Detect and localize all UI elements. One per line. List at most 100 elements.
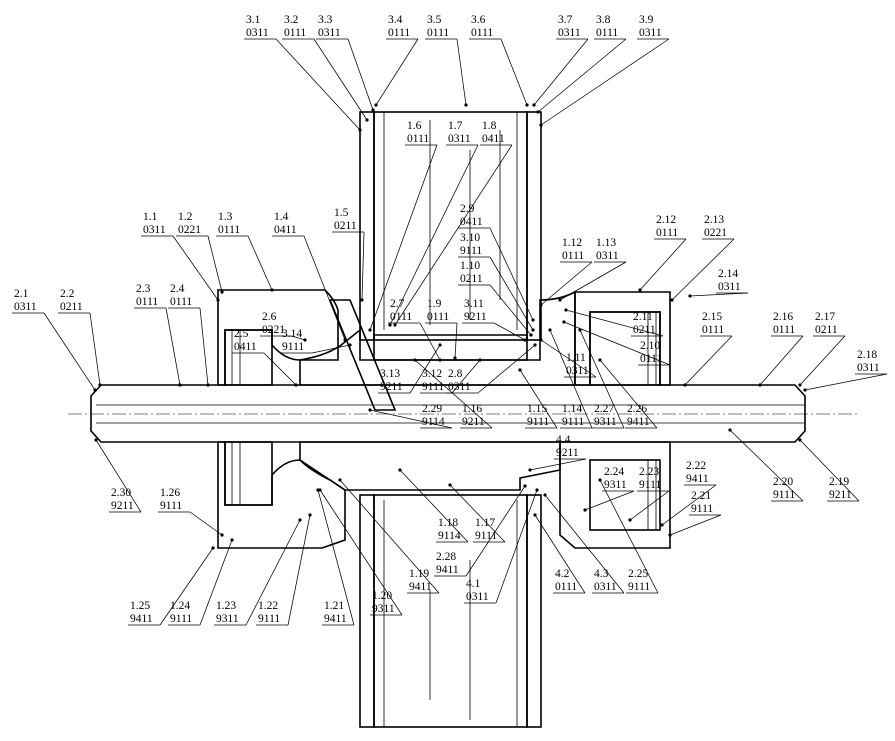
leader-arrowhead [220, 290, 224, 294]
callout-sub: 0111 [471, 27, 493, 39]
callout-sub: 9411 [627, 416, 650, 428]
callout-code: 2.10 [640, 340, 660, 352]
callout-leader [339, 479, 440, 594]
callout-leader [369, 144, 438, 331]
callout-code: 1.18 [438, 517, 458, 529]
callout-leader [639, 238, 687, 291]
callout-sub: 9211 [556, 447, 579, 459]
leader-arrowhead [803, 388, 807, 392]
leader-arrowhead [583, 508, 587, 512]
callout-leader [303, 235, 346, 341]
right-lower-housing [559, 441, 671, 549]
callout-code: 1.14 [562, 403, 582, 415]
leader-arrowhead [539, 123, 543, 127]
callout-leader [559, 261, 627, 301]
part-geometry [68, 111, 860, 728]
callout-sub: 9111 [160, 500, 182, 512]
callout-code: 2.23 [639, 466, 659, 478]
callout-leader [759, 335, 804, 386]
callout-sub: 9111 [628, 581, 650, 593]
callout-sub: 0221 [178, 224, 201, 236]
callout-code: 2.18 [857, 349, 877, 361]
callout-sub: 0211 [633, 324, 656, 336]
callout-code: 2.30 [111, 487, 131, 499]
leader-arrowhead [230, 538, 234, 542]
callout-leader [89, 312, 101, 386]
callout-sub: 0111 [136, 296, 158, 308]
leader-arrowhead [523, 484, 527, 488]
lower-tube-right-wall [526, 494, 542, 728]
callout-code: 1.24 [170, 600, 190, 612]
callout-leader [689, 292, 749, 297]
leader-arrowhead [464, 103, 468, 107]
leader-arrowhead [558, 298, 562, 302]
leader-arrowhead [338, 478, 342, 482]
callout-leader [533, 38, 589, 106]
callout-code: 1.1 [143, 211, 158, 223]
leader-arrowhead [798, 383, 802, 387]
callout-leader [247, 235, 273, 291]
callout-code: 1.13 [596, 237, 616, 249]
callout-code: 4.4 [556, 434, 571, 446]
callout-sub: 9311 [594, 416, 617, 428]
leader-arrowhead [578, 328, 582, 332]
callout-code: 1.22 [258, 600, 278, 612]
leader-arrowhead [94, 438, 98, 442]
callout-sub: 0111 [773, 324, 795, 336]
callout-sub: 0111 [427, 27, 449, 39]
leader-arrowhead [539, 338, 543, 342]
leader-arrowhead [348, 343, 352, 347]
callout-code: 4.2 [555, 568, 570, 580]
callout-code: 1.11 [566, 352, 586, 364]
callout-sub: 0211 [460, 273, 483, 285]
callout-sub: 0111 [596, 27, 618, 39]
callout-leader [319, 489, 403, 616]
callout-leader [489, 284, 532, 336]
leader-arrowhead [368, 408, 372, 412]
callout-code: 2.9 [460, 203, 475, 215]
callout-code: 3.1 [246, 14, 261, 26]
leader-arrowhead [294, 383, 298, 387]
callout-leader [449, 484, 506, 543]
callout-sub: 9111 [691, 503, 713, 515]
callout-leader [199, 307, 209, 386]
leader-arrowhead [316, 488, 320, 492]
callout-code: 2.12 [656, 214, 676, 226]
callout-sub: 0311 [558, 27, 581, 39]
leader-arrowhead [683, 383, 687, 387]
callout-code: 3.6 [471, 14, 486, 26]
callout-code: 1.8 [482, 120, 497, 132]
leader-arrowhead [178, 383, 182, 387]
leader-arrowhead [220, 533, 224, 537]
leader-arrowhead [438, 358, 442, 362]
callout-leader [500, 38, 528, 106]
leader-arrowhead [660, 523, 664, 527]
callout-sub: 9311 [604, 479, 627, 491]
leader-arrowhead [562, 320, 566, 324]
callout-leader [519, 369, 558, 429]
callout-sub: 0411 [274, 224, 297, 236]
callout-leader [529, 458, 587, 471]
callout-sub: 0111 [555, 581, 577, 593]
callout-code: 3.14 [282, 328, 302, 340]
upper-tube-left-wall [359, 111, 375, 341]
leader-arrowhead [93, 388, 97, 392]
callout-sub: 9211 [462, 416, 485, 428]
callout-code: 2.4 [170, 283, 185, 295]
callout-leader [165, 307, 181, 386]
callout-sub: 0311 [857, 362, 880, 374]
callout-code: 2.14 [718, 268, 738, 280]
callout-sub: 0311 [718, 281, 741, 293]
callout-leader [489, 256, 534, 331]
callout-code: 1.20 [372, 590, 392, 602]
callout-sub: 9114 [438, 530, 461, 542]
callout-code: 1.21 [324, 600, 344, 612]
leader-arrowhead [529, 333, 533, 337]
leader-arrowhead [531, 328, 535, 332]
callout-code: 2.7 [390, 298, 405, 310]
callout-sub: 0111 [407, 133, 429, 145]
leader-arrowhead [598, 478, 602, 482]
callout-leader [414, 359, 493, 429]
callout-sub: 0411 [482, 133, 505, 145]
